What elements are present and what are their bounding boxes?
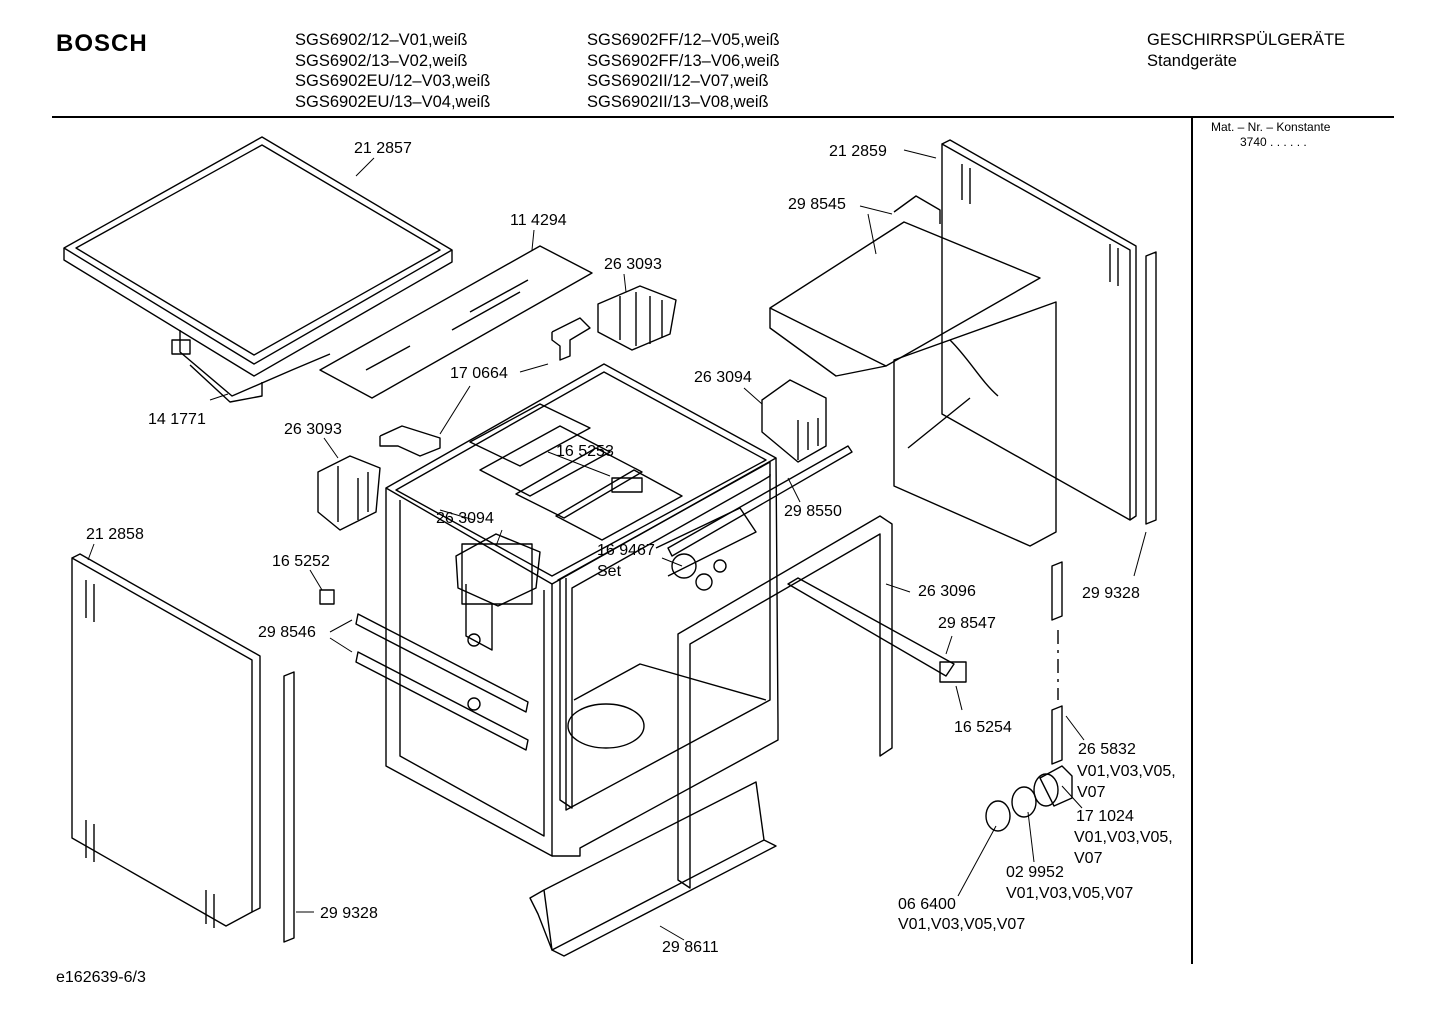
side-panel-left bbox=[72, 554, 260, 928]
insulation-mat bbox=[320, 246, 592, 398]
brand-logo: BOSCH bbox=[56, 30, 148, 57]
part-label: 29 8546 bbox=[258, 624, 316, 641]
model-item: SGS6902FF/13–V06,weiß bbox=[587, 51, 780, 70]
part-label: 14 1771 bbox=[148, 411, 206, 428]
model-item: SGS6902II/13–V08,weiß bbox=[587, 92, 769, 111]
part-label: 17 1024 bbox=[1076, 808, 1134, 825]
side-panel-right bbox=[942, 140, 1136, 520]
model-item: SGS6902EU/12–V03,weiß bbox=[295, 72, 491, 90]
hinge-block bbox=[318, 456, 380, 530]
part-label: V01,V03,V05,V07 bbox=[898, 916, 1026, 933]
part-label: 29 8545 bbox=[788, 196, 846, 213]
rail bbox=[668, 446, 852, 556]
part-label: 29 8547 bbox=[938, 615, 996, 632]
door-seal bbox=[558, 462, 892, 888]
part-label: 06 6400 bbox=[898, 896, 956, 913]
part-label: 26 3094 bbox=[694, 369, 752, 386]
part-label: 26 3094 bbox=[436, 510, 494, 527]
header-rule bbox=[52, 116, 1394, 118]
part-label: 17 0664 bbox=[450, 365, 508, 382]
part-label: 26 3093 bbox=[604, 256, 662, 273]
worktop-lid bbox=[64, 137, 452, 402]
side-strip bbox=[284, 672, 294, 942]
side-panel-title: Mat. – Nr. – Konstante bbox=[1211, 120, 1331, 134]
clip bbox=[612, 478, 642, 492]
hinge-block bbox=[598, 286, 676, 350]
model-list-right: SGS6902FF/12–V05,weiß SGS6902FF/13–V06,w… bbox=[587, 30, 780, 112]
clip bbox=[320, 590, 334, 604]
part-label: V07 bbox=[1074, 850, 1103, 867]
part-label: 26 5832 bbox=[1078, 741, 1136, 758]
part-label: 26 3093 bbox=[284, 421, 342, 438]
side-strip bbox=[1146, 252, 1156, 524]
drawing-id: e162639-6/3 bbox=[56, 969, 146, 986]
part-label: 29 8611 bbox=[662, 939, 719, 956]
part-label: 11 4294 bbox=[510, 212, 567, 229]
air-duct bbox=[456, 534, 540, 650]
hinge-cover bbox=[762, 380, 826, 462]
back-plate bbox=[770, 196, 1056, 546]
side-panel-value: 3740 . . . . . . bbox=[1240, 135, 1307, 149]
leader-lines bbox=[88, 150, 1146, 940]
side-panel-rule bbox=[1191, 116, 1193, 964]
part-label: 16 9467 bbox=[597, 542, 655, 559]
category-block: GESCHIRRSPÜLGERÄTE Standgeräte bbox=[1147, 30, 1345, 71]
part-label: 16 5254 bbox=[954, 719, 1012, 736]
model-item: SGS6902/13–V02,weiß bbox=[295, 51, 468, 70]
fitting-set bbox=[656, 508, 756, 590]
bracket bbox=[380, 318, 590, 456]
model-item: SGS6902II/12–V07,weiß bbox=[587, 72, 769, 90]
part-label: 29 9328 bbox=[320, 905, 378, 922]
category-subtitle: Standgeräte bbox=[1147, 51, 1237, 70]
rail bbox=[356, 614, 528, 750]
tub-body bbox=[386, 364, 778, 856]
part-label: 29 8550 bbox=[784, 503, 842, 520]
model-item: SGS6902/12–V01,weiß bbox=[295, 31, 468, 49]
model-list-left: SGS6902/12–V01,weiß SGS6902/13–V02,weiß … bbox=[295, 30, 490, 112]
part-label: 21 2857 bbox=[354, 140, 412, 157]
part-label: 29 9328 bbox=[1082, 585, 1140, 602]
part-label: 02 9952 bbox=[1006, 864, 1064, 881]
part-label: 16 5253 bbox=[556, 443, 614, 460]
part-label: V01,V03,V05, bbox=[1077, 763, 1176, 780]
part-label: 16 5252 bbox=[272, 553, 330, 570]
part-label: 26 3096 bbox=[918, 583, 976, 600]
model-item: SGS6902FF/12–V05,weiß bbox=[587, 31, 780, 49]
part-label: V01,V03,V05,V07 bbox=[1006, 885, 1134, 902]
kick-plate bbox=[530, 782, 776, 956]
spray-bar bbox=[788, 578, 966, 682]
model-item: SGS6902EU/13–V04,weiß bbox=[295, 92, 491, 111]
hose-fittings bbox=[986, 562, 1072, 831]
part-label: 21 2858 bbox=[86, 526, 144, 543]
part-label: V07 bbox=[1077, 784, 1106, 801]
part-label: V01,V03,V05, bbox=[1074, 829, 1173, 846]
category-title: GESCHIRRSPÜLGERÄTE bbox=[1147, 31, 1346, 49]
part-label: 21 2859 bbox=[829, 143, 887, 160]
part-label: Set bbox=[597, 563, 622, 580]
